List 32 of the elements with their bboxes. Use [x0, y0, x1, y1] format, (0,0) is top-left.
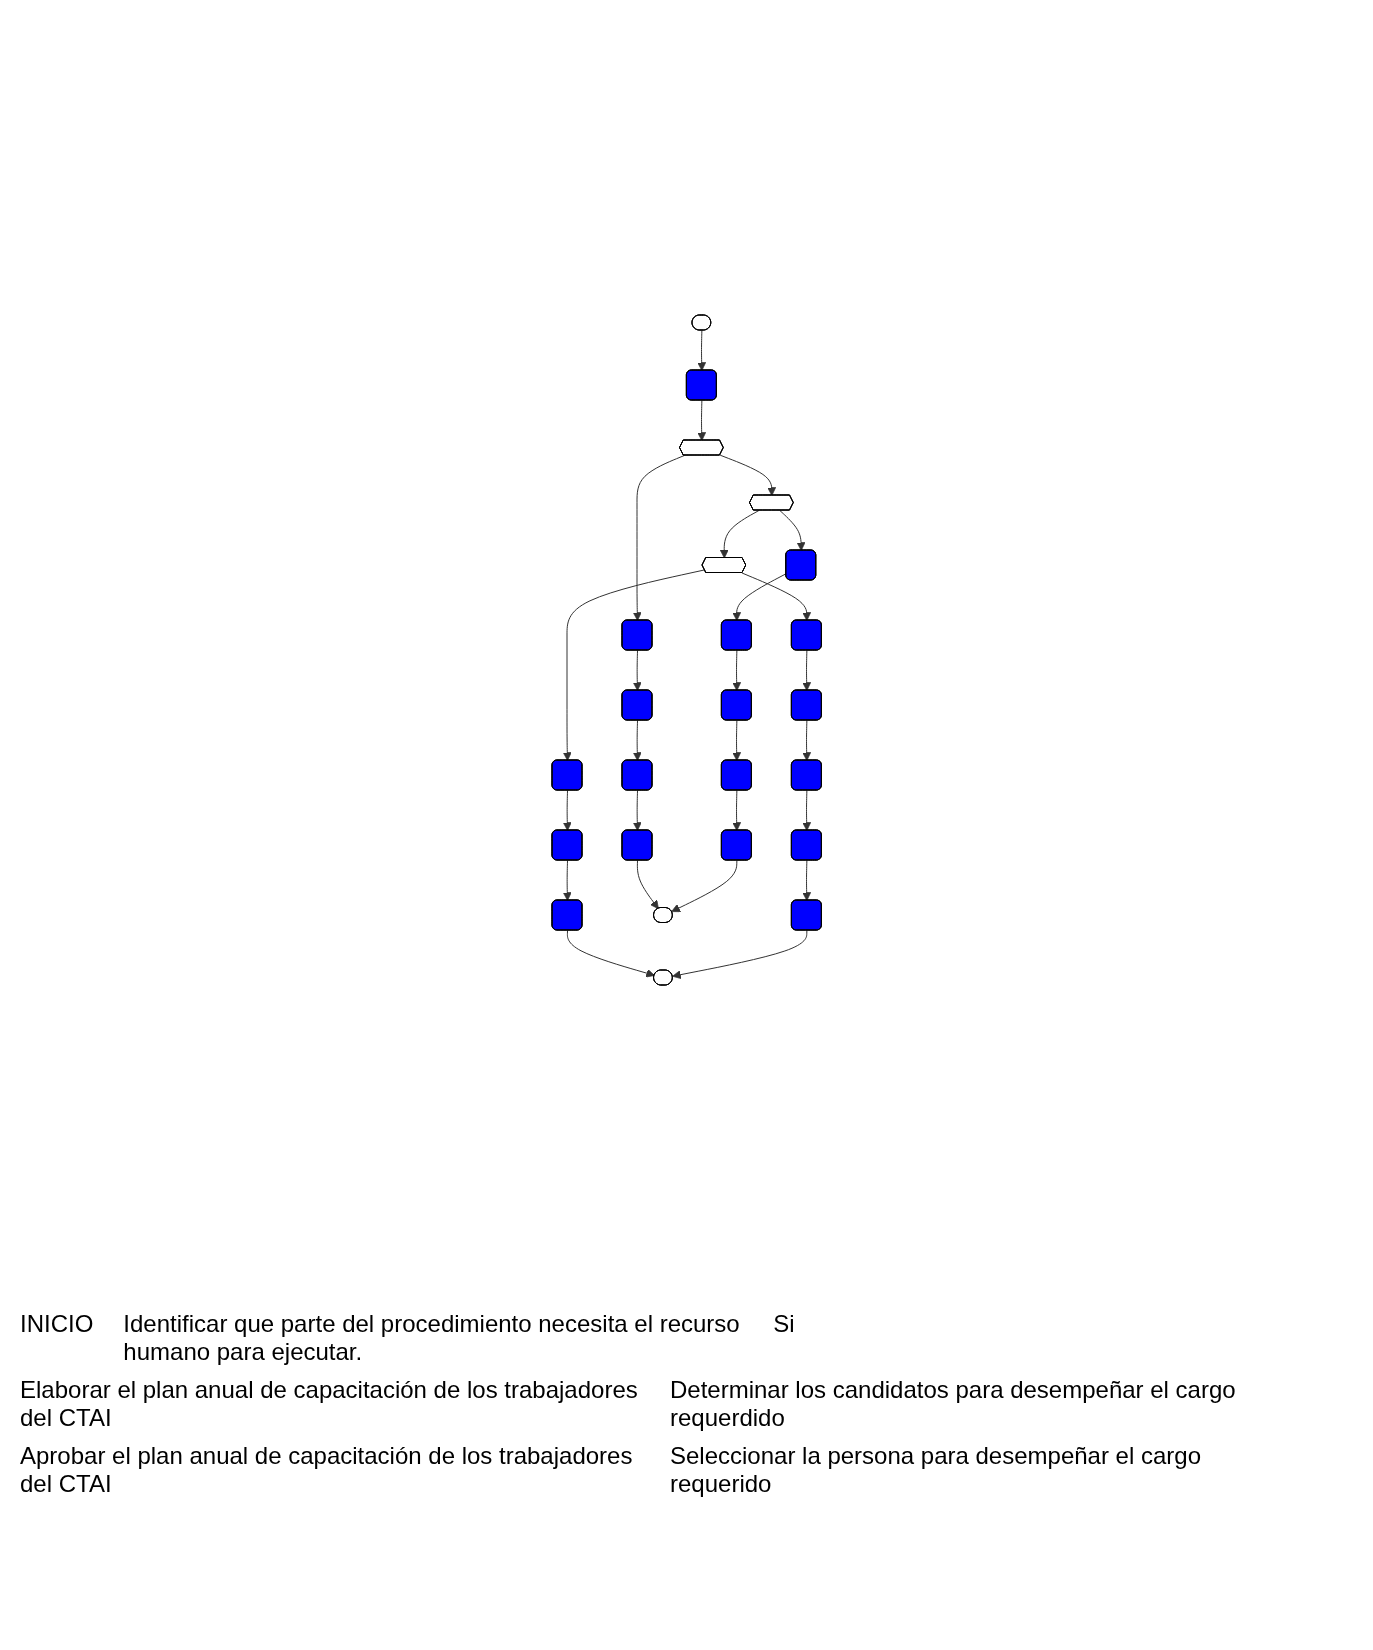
arrow: [636, 860, 659, 910]
arrow: [697, 400, 706, 441]
arrow: [732, 720, 741, 761]
arrow: [562, 860, 572, 901]
arrow: [719, 454, 776, 496]
note-text: Aprobar el plan anual de capacitación de los trabajadores del CTAI: [20, 1442, 634, 1498]
arrow: [732, 573, 787, 621]
note-text: Si: [773, 1310, 795, 1339]
note-text: Identificar que parte del procedimiento necesita el recurso humano para ejecutar.: [123, 1310, 741, 1366]
arrow: [632, 650, 642, 691]
arrow: [671, 860, 738, 913]
arrow: [802, 650, 811, 691]
arrow: [732, 790, 741, 831]
arrow: [632, 455, 685, 621]
arrow: [802, 790, 811, 831]
arrow: [562, 790, 572, 831]
arrow: [741, 572, 811, 621]
arrow: [697, 330, 706, 371]
arrow: [732, 650, 741, 691]
arrow: [562, 569, 705, 761]
arrow: [632, 720, 642, 761]
arrow: [719, 510, 760, 559]
arrow: [779, 510, 806, 551]
note-text: INICIO: [20, 1310, 94, 1339]
arrow: [566, 930, 655, 978]
note-text: Seleccionar la persona para desempeñar el cargo requerido: [670, 1442, 1202, 1498]
note-text: Determinar los candidatos para desempeñar el cargo requerdido: [670, 1376, 1237, 1432]
arrow: [632, 790, 642, 831]
arrow: [672, 930, 808, 980]
note-text: Elaborar el plan anual de capacitación de los trabajadores del CTAI: [20, 1376, 639, 1432]
arrow: [802, 720, 811, 761]
arrow: [802, 860, 811, 901]
